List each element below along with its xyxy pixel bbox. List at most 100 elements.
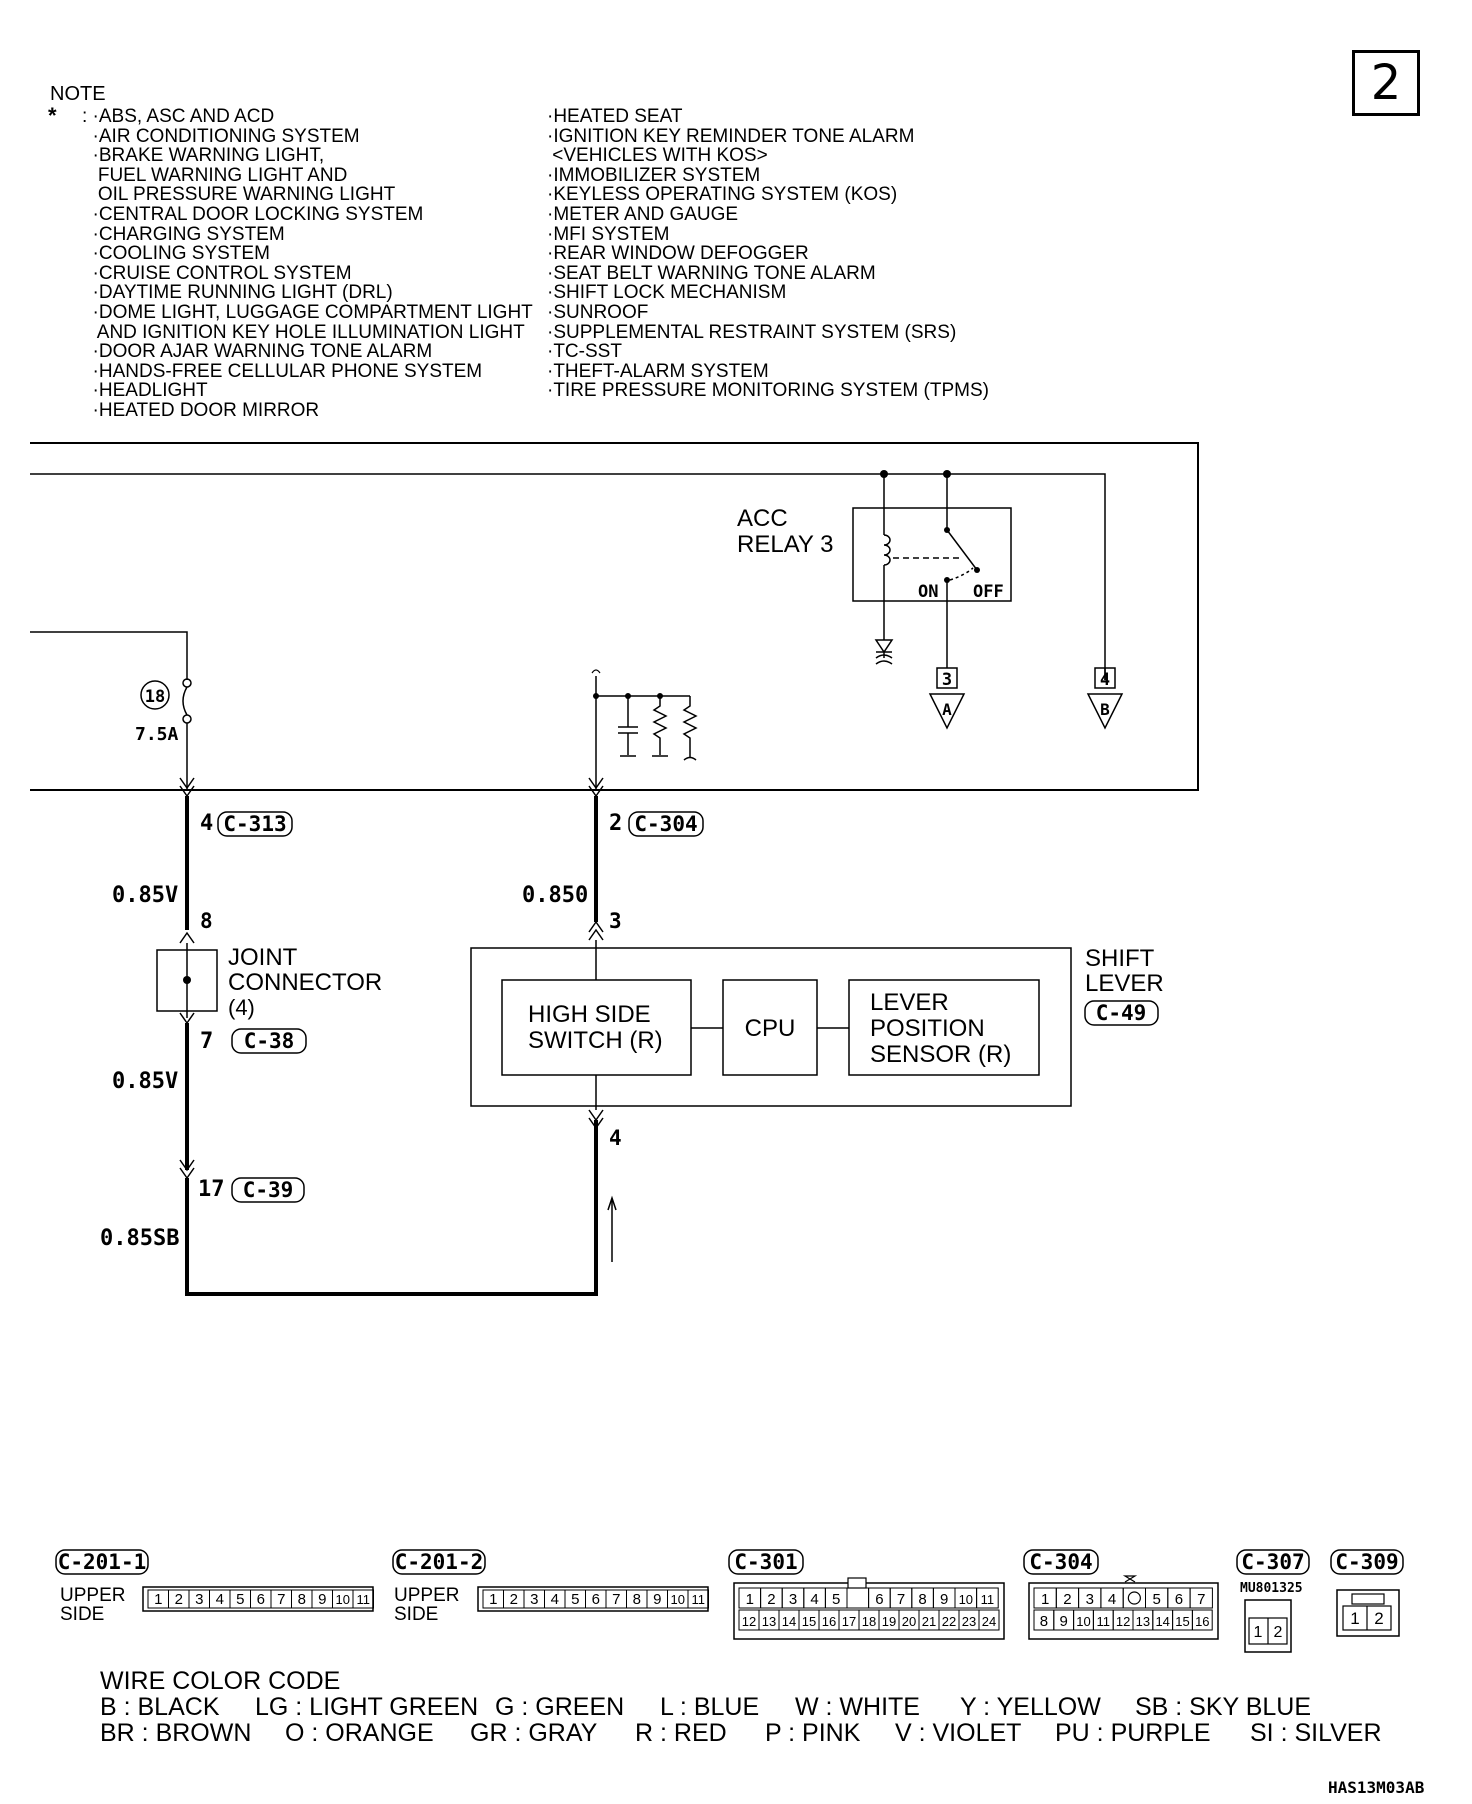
c304-row1-cell [1189, 1587, 1213, 1609]
note-right-item: ·HEATED SEAT [547, 106, 683, 127]
terminal-a-label: A [942, 700, 952, 719]
note-right-item: ·SUPPLEMENTAL RESTRAINT SYSTEM (SRS) [547, 321, 957, 343]
wire-color-entry: L : BLUE [660, 1693, 760, 1721]
c307-part: MU801325 [1240, 1581, 1303, 1596]
note-right-item: ·THEFT-ALARM SYSTEM [547, 360, 769, 382]
relay-label-1: ACC [737, 505, 788, 532]
c309-pin-2: 2 [1374, 1609, 1383, 1628]
c301-row2-pin: 17 [842, 1614, 856, 1629]
c304-row2-pin: 13 [1136, 1614, 1150, 1629]
note-list-left: : ·ABS, ASC AND ACD ·AIR CONDITIONING SY… [82, 107, 533, 421]
note-left-item: OIL PRESSURE WARNING LIGHT [82, 184, 396, 206]
c2011-pin: 5 [236, 1591, 244, 1608]
note-right-item: ·REAR WINDOW DEFOGGER [547, 243, 809, 265]
c2011-pin: 8 [298, 1591, 306, 1608]
c2012-cell [687, 1589, 709, 1609]
note-right-item: ·SEAT BELT WARNING TONE ALARM [547, 262, 876, 284]
c313-pin: 4 [200, 811, 213, 836]
c2011-side1: UPPER [60, 1585, 125, 1606]
note-list-right: ·HEATED SEAT·IGNITION KEY REMINDER TONE … [547, 107, 989, 401]
wire-color-entry: V : VIOLET [895, 1719, 1022, 1747]
c304-row1-pin: 1 [1041, 1591, 1049, 1608]
wire-right-1-label: 0.850 [522, 883, 588, 908]
wire-color-entry: O : ORANGE [285, 1719, 434, 1747]
c2012-pin: 8 [633, 1591, 641, 1608]
shift-lever: HIGH SIDE SWITCH (R) CPU LEVER POSITION … [470, 940, 1164, 1110]
c2012-name: C-201-2 [395, 1550, 484, 1574]
wire-color-entry: B : BLACK [100, 1693, 220, 1721]
c2011-pin: 7 [277, 1591, 285, 1608]
c2011-side2: SIDE [60, 1604, 104, 1625]
wire-color-entry: G : GREEN [495, 1693, 625, 1721]
note-left-item: ·HANDS-FREE CELLULAR PHONE SYSTEM [82, 360, 483, 382]
c301-row2-pin: 24 [982, 1614, 996, 1629]
c2012-pin: 4 [551, 1591, 559, 1608]
c301-row2-pin: 15 [802, 1614, 816, 1629]
c2012-pin: 11 [692, 1592, 706, 1607]
c301-row1-pin: 6 [875, 1591, 883, 1608]
note-left-item: : ·ABS, ASC AND ACD [82, 106, 275, 127]
wire-color-code-row-1: B : BLACK LG : LIGHT GREEN G : GREEN L : BL… [100, 1694, 1390, 1720]
c304v-name: C-304 [1029, 1550, 1092, 1574]
c2012-pin: 6 [592, 1591, 600, 1608]
wire-left-1-label: 0.85V [112, 883, 178, 908]
fuse-rating: 7.5A [135, 724, 179, 745]
note-left-item: ·CRUISE CONTROL SYSTEM [82, 262, 352, 284]
wire-left-3-label: 0.85SB [100, 1226, 179, 1251]
note-left-item: ·DAYTIME RUNNING LIGHT (DRL) [82, 282, 393, 304]
c301-row2-pin: 16 [822, 1614, 836, 1629]
c301-row1-pin: 8 [918, 1591, 926, 1608]
note-right-item: ·SHIFT LOCK MECHANISM [547, 282, 787, 304]
note-title: NOTE [50, 83, 106, 105]
c301-row2-pin: 23 [962, 1614, 976, 1629]
connector-view-c307: C-307 MU801325 1 2 [1236, 1549, 1310, 1653]
c304-row1-pin: 5 [1152, 1591, 1160, 1608]
c2012-pin: 1 [489, 1591, 497, 1608]
c309-name: C-309 [1335, 1550, 1398, 1574]
wire-color-entry: SI : SILVER [1250, 1719, 1382, 1747]
joint-label-2: CONNECTOR [228, 969, 382, 996]
note-right-item: ·IMMOBILIZER SYSTEM [547, 164, 761, 186]
wire-color-entry: LG : LIGHT GREEN [255, 1693, 479, 1721]
note-left-item: ·HEADLIGHT [82, 380, 208, 402]
c304-row2-pin: 12 [1116, 1614, 1130, 1629]
c304-row1-pin: 6 [1175, 1591, 1183, 1608]
note-right-item: ·KEYLESS OPERATING SYSTEM (KOS) [547, 184, 898, 206]
c2012-pin: 5 [571, 1591, 579, 1608]
c304-row1-pin: 2 [1063, 1591, 1071, 1608]
diode-ground [874, 639, 894, 665]
joint-pin-top: 8 [200, 909, 213, 933]
c301-row1-pin: 2 [767, 1591, 775, 1608]
fuse-number: 18 [145, 687, 165, 707]
wire-color-entry: Y : YELLOW [960, 1693, 1101, 1721]
note-right-item: ·SUNROOF [547, 301, 649, 323]
c304-row2-pin: 9 [1060, 1613, 1068, 1630]
c304-row2-cell [1191, 1609, 1213, 1631]
c301-name: C-301 [734, 1550, 797, 1574]
c301-row1-pin: 10 [959, 1592, 973, 1607]
c313-name: C-313 [223, 812, 286, 836]
c49-name: C-49 [1096, 1001, 1147, 1025]
bus-line [30, 473, 1106, 680]
c2012-pin: 9 [653, 1591, 661, 1608]
terminal-3-a: 3 A [928, 667, 966, 730]
c301-row2-pin: 19 [882, 1614, 896, 1629]
high-side-label-2: SWITCH (R) [528, 1027, 663, 1054]
note-left-item: FUEL WARNING LIGHT AND [82, 164, 348, 186]
note-left-item: ·COOLING SYSTEM [82, 243, 270, 265]
c2011-name: C-201-1 [58, 1550, 147, 1574]
c304-row2-pin: 8 [1040, 1613, 1048, 1630]
c304-pin: 2 [609, 811, 622, 836]
page-number: 2 [1352, 50, 1420, 116]
c301-row2-pin: 20 [902, 1614, 916, 1629]
fuse-18: 18 7.5A [135, 678, 192, 745]
c301-row2-pin: 22 [942, 1614, 956, 1629]
c304-row2-pin: 16 [1195, 1614, 1209, 1629]
c2011-cell [352, 1589, 374, 1609]
c304-row1-pin: 7 [1197, 1591, 1205, 1608]
c301-row1-pin: 3 [789, 1591, 797, 1608]
c301-row1-cell [846, 1587, 870, 1609]
c38-pin: 7 [200, 1029, 213, 1054]
